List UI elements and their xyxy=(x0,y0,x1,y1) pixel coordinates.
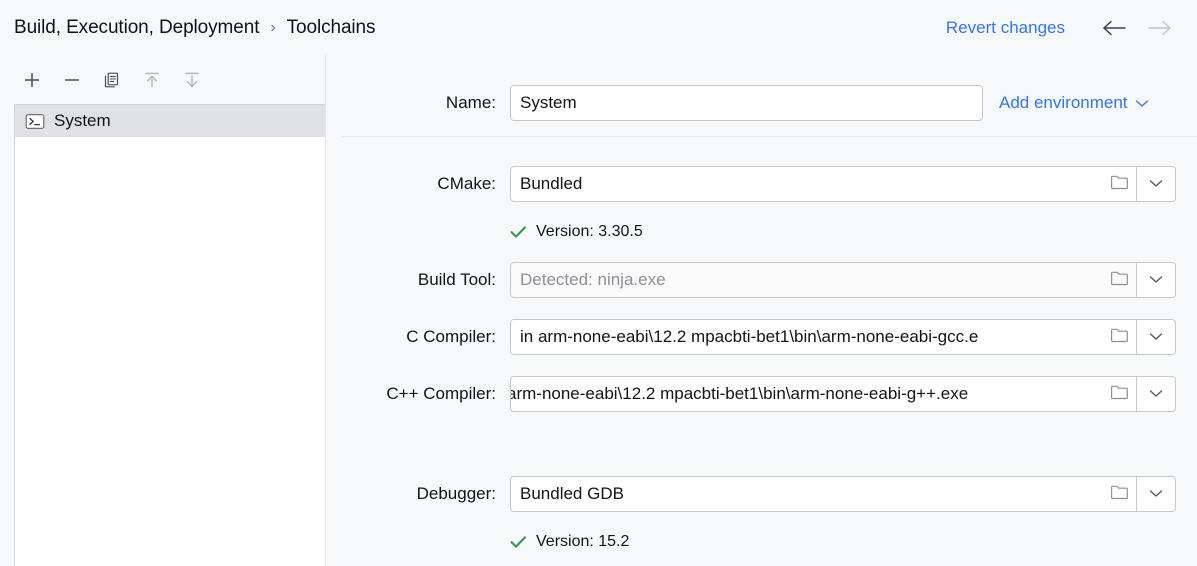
cmake-label: CMake: xyxy=(437,174,496,193)
minus-icon xyxy=(64,78,80,81)
c-compiler-browse-button[interactable] xyxy=(1102,320,1136,354)
folder-icon xyxy=(1110,327,1129,348)
check-icon xyxy=(510,225,527,239)
c-compiler-input[interactable]: in arm-none-eabi\12.2 mpacbti-bet1\bin\a… xyxy=(510,319,1137,355)
c-compiler-row: C Compiler: in arm-none-eabi\12.2 mpacbt… xyxy=(326,319,1197,355)
sidebar-item-system[interactable]: System xyxy=(15,105,325,137)
arrow-up-to-line-icon xyxy=(145,72,159,87)
debugger-label: Debugger: xyxy=(416,484,496,503)
move-down-button[interactable] xyxy=(178,66,206,94)
cmake-field-wrap: Bundled xyxy=(510,166,1176,202)
build-tool-field-wrap: Detected: ninja.exe xyxy=(510,262,1176,298)
cmake-browse-button[interactable] xyxy=(1102,167,1136,201)
cpp-compiler-input[interactable]: arm-none-eabi\12.2 mpacbti-bet1\bin\arm-… xyxy=(510,376,1137,412)
chevron-down-icon xyxy=(1149,175,1163,193)
name-row: Name: System xyxy=(326,85,1197,121)
plus-icon xyxy=(24,72,40,87)
debugger-field-wrap: Bundled GDB xyxy=(510,476,1176,512)
chevron-down-icon xyxy=(1135,93,1149,113)
toolchain-detail-panel: Name: System Add environment CMake: Bund… xyxy=(326,55,1197,566)
remove-toolchain-button[interactable] xyxy=(58,66,86,94)
terminal-icon xyxy=(25,113,45,130)
header-actions: Revert changes xyxy=(946,10,1181,46)
debugger-version-text: Version: 15.2 xyxy=(536,533,630,550)
debugger-row: Debugger: Bundled GDB xyxy=(326,476,1197,512)
build-tool-row: Build Tool: Detected: ninja.exe xyxy=(326,262,1197,298)
chevron-down-icon xyxy=(1149,328,1163,346)
check-icon xyxy=(510,535,527,549)
section-divider xyxy=(342,136,1197,137)
sidebar-item-label: System xyxy=(54,111,111,130)
panel-divider xyxy=(325,55,326,566)
cmake-version-text: Version: 3.30.5 xyxy=(536,223,643,240)
cpp-compiler-row: C++ Compiler: arm-none-eabi\12.2 mpacbti… xyxy=(326,376,1197,412)
build-tool-placeholder: Detected: ninja.exe xyxy=(520,270,666,289)
chevron-down-icon xyxy=(1149,385,1163,403)
cpp-compiler-label: C++ Compiler: xyxy=(386,384,496,403)
folder-icon xyxy=(1110,484,1129,505)
name-field-wrap: System xyxy=(510,85,983,121)
build-tool-label: Build Tool: xyxy=(417,270,496,289)
copy-toolchain-button[interactable] xyxy=(98,66,126,94)
c-compiler-field-wrap: in arm-none-eabi\12.2 mpacbti-bet1\bin\a… xyxy=(510,319,1176,355)
breadcrumb: Build, Execution, Deployment › Toolchain… xyxy=(14,16,376,39)
c-compiler-dropdown-button[interactable] xyxy=(1137,319,1176,355)
arrow-down-to-line-icon xyxy=(185,72,199,87)
back-button[interactable] xyxy=(1093,10,1137,46)
cpp-compiler-field-wrap: arm-none-eabi\12.2 mpacbti-bet1\bin\arm-… xyxy=(510,376,1176,412)
debugger-browse-button[interactable] xyxy=(1102,477,1136,511)
add-toolchain-button[interactable] xyxy=(18,66,46,94)
build-tool-browse-button[interactable] xyxy=(1102,263,1136,297)
cpp-compiler-browse-button[interactable] xyxy=(1102,377,1136,411)
page-header: Build, Execution, Deployment › Toolchain… xyxy=(0,0,1197,55)
name-input[interactable]: System xyxy=(510,85,983,121)
sidebar-toolbar xyxy=(0,55,325,104)
revert-changes-link[interactable]: Revert changes xyxy=(945,17,1065,37)
name-label: Name: xyxy=(445,93,496,112)
folder-icon xyxy=(1110,270,1129,291)
debugger-version-status: Version: 15.2 xyxy=(510,533,629,551)
debugger-input[interactable]: Bundled GDB xyxy=(510,476,1137,512)
toolchains-sidebar: System xyxy=(0,55,325,566)
copy-icon xyxy=(104,72,119,87)
build-tool-input[interactable]: Detected: ninja.exe xyxy=(510,262,1137,298)
cpp-compiler-input-value: arm-none-eabi\12.2 mpacbti-bet1\bin\arm-… xyxy=(510,384,969,403)
move-up-button[interactable] xyxy=(138,66,166,94)
cmake-row: CMake: Bundled xyxy=(326,166,1197,202)
cpp-compiler-dropdown-button[interactable] xyxy=(1137,376,1176,412)
cmake-version-status: Version: 3.30.5 xyxy=(510,223,643,241)
add-environment-button[interactable]: Add environment xyxy=(999,93,1149,113)
folder-icon xyxy=(1110,174,1129,195)
cmake-dropdown-button[interactable] xyxy=(1137,166,1176,202)
breadcrumb-item-toolchains[interactable]: Toolchains xyxy=(286,16,376,38)
debugger-dropdown-button[interactable] xyxy=(1137,476,1176,512)
chevron-down-icon xyxy=(1149,485,1163,503)
folder-icon xyxy=(1110,384,1129,405)
c-compiler-label: C Compiler: xyxy=(406,327,496,346)
c-compiler-input-value: in arm-none-eabi\12.2 mpacbti-bet1\bin\a… xyxy=(520,327,979,346)
chevron-down-icon xyxy=(1149,271,1163,289)
cmake-input[interactable]: Bundled xyxy=(510,166,1137,202)
toolchains-list: System xyxy=(14,104,325,566)
build-tool-dropdown-button[interactable] xyxy=(1137,262,1176,298)
debugger-input-value: Bundled GDB xyxy=(520,484,624,503)
forward-button xyxy=(1137,10,1181,46)
add-environment-label: Add environment xyxy=(999,93,1128,112)
name-input-value: System xyxy=(520,93,577,112)
breadcrumb-item-build-execution-deployment[interactable]: Build, Execution, Deployment xyxy=(14,16,260,38)
cmake-input-value: Bundled xyxy=(520,174,583,193)
breadcrumb-separator-icon: › xyxy=(270,18,276,36)
